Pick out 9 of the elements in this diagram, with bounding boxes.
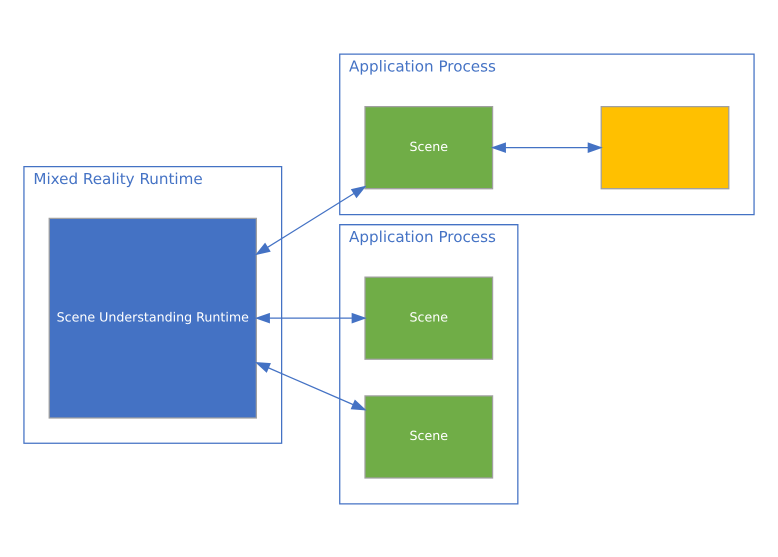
arrow (490, 142, 603, 152)
node-box: Scene (364, 105, 494, 189)
arrow (255, 185, 367, 255)
node-box: Scene (364, 276, 494, 360)
arrow (254, 312, 367, 323)
node-box: Scene (364, 394, 494, 478)
node-box (600, 105, 730, 189)
node-box: Scene Understanding Runtime (48, 217, 257, 418)
arrow (254, 361, 367, 410)
